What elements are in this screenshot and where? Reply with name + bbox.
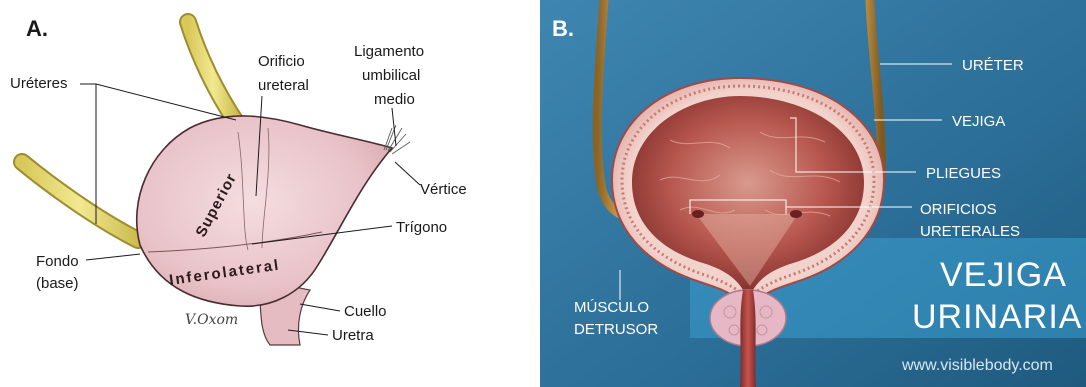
ureteric-orifice-left	[692, 210, 704, 218]
label-ligamento-line3: medio	[374, 91, 415, 108]
panel-b-svg: B. URÉTER VEJIGA PLIEGUES ORIFICIOS URET…	[540, 0, 1086, 387]
urethra-b	[740, 290, 756, 387]
leader-fondo	[86, 254, 140, 260]
label-cuello: Cuello	[344, 303, 387, 320]
title-line1: VEJIGA	[940, 256, 1067, 294]
panel-a-svg: A. Uréteres Orificio ureteral Ligamento …	[0, 0, 540, 387]
panel-a-line-diagram: A. Uréteres Orificio ureteral Ligamento …	[0, 0, 540, 387]
label-fondo-line1: Fondo	[36, 253, 79, 270]
label-musculo-line2: DETRUSOR	[574, 321, 658, 338]
label-trigono: Trígono	[396, 219, 447, 236]
website-credit: www.visiblebody.com	[901, 357, 1053, 374]
label-ureter-b: URÉTER	[962, 57, 1024, 74]
label-fondo-line2: (base)	[36, 275, 79, 292]
label-vejiga-b: VEJIGA	[952, 113, 1005, 130]
title-line2: URINARIA	[912, 298, 1082, 336]
leader-vertice	[395, 162, 420, 185]
label-ureteres: Uréteres	[10, 75, 68, 92]
leader-cuello	[300, 304, 340, 311]
ureteric-orifice-right	[790, 210, 802, 218]
label-orificio-line1: Orificio	[258, 53, 305, 70]
panel-b-illustration: B. URÉTER VEJIGA PLIEGUES ORIFICIOS URET…	[540, 0, 1086, 387]
label-pliegues-b: PLIEGUES	[926, 165, 1001, 182]
panel-a-letter: A.	[26, 16, 48, 41]
label-vertice: Vértice	[420, 181, 467, 198]
label-orificio-line2: ureteral	[258, 77, 309, 94]
left-ureter-fill	[22, 162, 138, 240]
label-musculo-line1: MÚSCULO	[574, 299, 649, 316]
artist-signature: V.Oxom	[185, 312, 238, 328]
label-ligamento-line1: Ligamento	[354, 43, 424, 60]
panel-b-letter: B.	[552, 16, 574, 41]
label-uretra: Uretra	[332, 327, 374, 344]
label-orificios-line2: URETERALES	[920, 223, 1020, 240]
label-orificios-line1: ORIFICIOS	[920, 201, 997, 218]
label-ligamento-line2: umbilical	[362, 67, 420, 84]
